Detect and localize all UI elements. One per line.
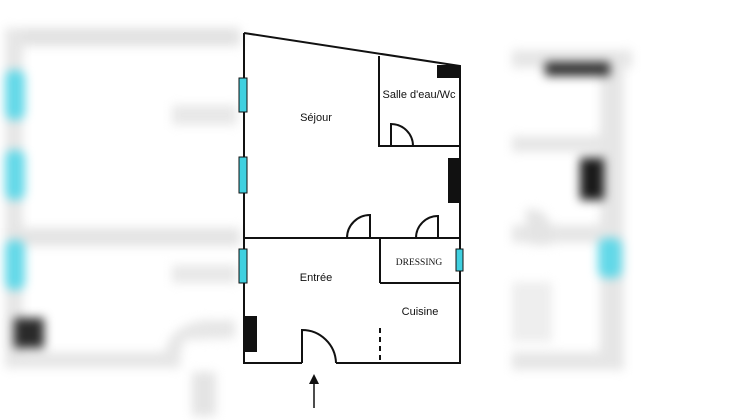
room-label-sejour: Séjour	[300, 112, 332, 124]
room-label-cuisine: Cuisine	[402, 306, 439, 318]
apartment-plan: Séjour Salle d'eau/Wc DRESSING Entrée Cu…	[238, 32, 464, 408]
entrance-door-gap	[302, 358, 336, 368]
bathroom-door-swing	[390, 122, 414, 147]
window-entree	[238, 248, 248, 284]
living-door-swing	[346, 213, 371, 239]
bathroom-fixture	[437, 65, 459, 78]
blurred-background	[5, 28, 632, 416]
bathroom-wall	[378, 56, 460, 147]
radiator-sejour	[448, 158, 459, 203]
room-label-salle-deau: Salle d'eau/Wc	[382, 89, 456, 101]
entrance-door-swing	[301, 328, 337, 364]
room-label-entree: Entrée	[300, 272, 332, 284]
dressing-door-swing	[415, 214, 439, 239]
radiator-entree	[245, 316, 257, 352]
room-label-dressing: DRESSING	[396, 258, 443, 268]
window-dressing	[455, 248, 464, 272]
window-sejour-bottom	[238, 156, 248, 194]
entrance-arrow-icon	[309, 374, 319, 408]
window-sejour-top	[238, 77, 248, 113]
